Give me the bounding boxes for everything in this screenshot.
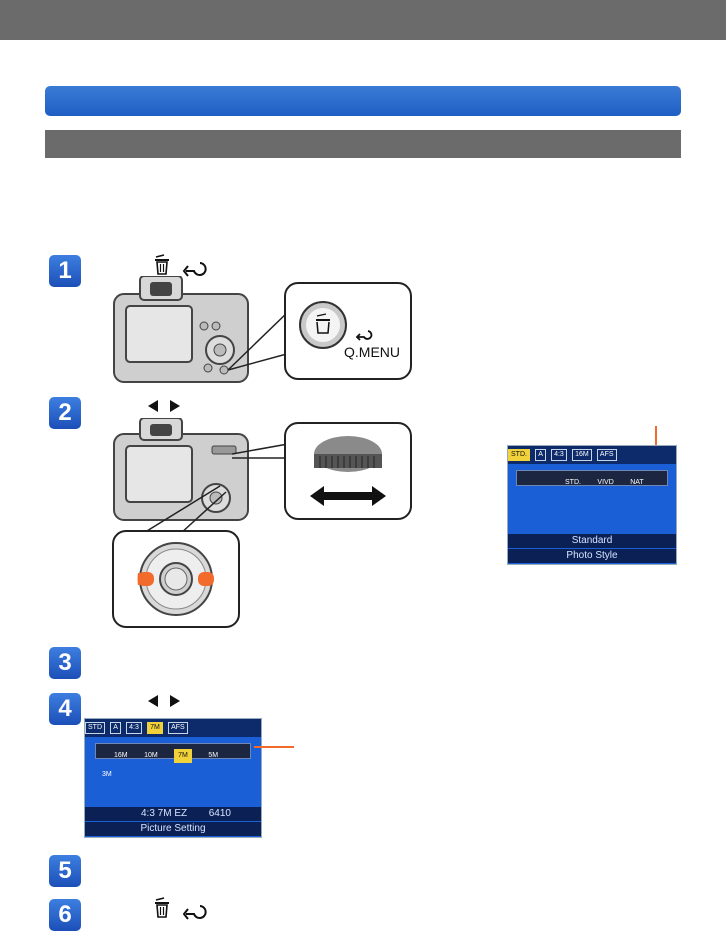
pointer-line: [254, 746, 294, 748]
size-option: 3M: [102, 771, 112, 778]
style-strip: STD. VIVD NAT: [516, 470, 668, 486]
step-1-button-icons: [150, 253, 210, 282]
picture-setting-screen: STD A 4:3 7M AFS 16M 10M 7M 5M 3M 4:3 7M…: [84, 718, 262, 838]
qmenu-label: Q.MENU: [344, 344, 400, 360]
camera-back-illustration: [113, 276, 249, 383]
screen-value-label: Standard: [508, 534, 676, 548]
cursor-button-icon: [137, 542, 214, 616]
step-5-badge: 5: [49, 855, 81, 887]
screen-title-label: Photo Style: [508, 549, 676, 563]
icon-label: STD: [85, 722, 105, 734]
icon-label: 4:3: [126, 722, 142, 734]
left-right-arrow-icons: [148, 695, 180, 707]
callout-leader-lines: [228, 309, 295, 371]
callout-leader-lines: [232, 443, 289, 459]
delete-button-callout: Q.MENU: [284, 282, 412, 380]
cursor-button-callout: [112, 530, 240, 628]
size-option-selected: 7M: [174, 749, 192, 763]
step-1-badge: 1: [49, 255, 81, 287]
rear-dial-icon: [310, 436, 386, 506]
step-6-button-icons: [155, 897, 207, 920]
trash-icon: [299, 301, 347, 349]
step-3-badge: 3: [49, 647, 81, 679]
photo-style-screen: STD. A 4:3 16M AFS STD. VIVD NAT Standar…: [507, 445, 677, 565]
size-option: 5M: [208, 752, 219, 759]
camera-back-illustration: [113, 418, 249, 521]
step-2-badge: 2: [49, 397, 81, 429]
step-4-badge: 4: [49, 693, 81, 725]
size-option: 10M: [144, 752, 158, 759]
header-bar: [0, 0, 726, 40]
icon-label: AFS: [596, 449, 617, 461]
section-heading-bar: [45, 86, 681, 116]
screen-info-row: 4:3 7M EZ 6410: [85, 807, 261, 821]
icon-label: A: [535, 449, 546, 461]
rear-dial-callout: [284, 422, 412, 520]
subsection-heading-bar: [45, 130, 681, 158]
style-option: VIVD: [597, 479, 614, 486]
size-strip: 16M 10M 7M 5M 3M: [95, 743, 251, 778]
style-option: NAT: [630, 479, 644, 486]
callout-leader-lines: [141, 485, 227, 535]
icon-label: AFS: [168, 722, 188, 734]
info-left-text: 4:3 7M EZ: [141, 808, 188, 819]
icon-label: STD.: [508, 449, 530, 461]
screen-top-icons: STD A 4:3 7M AFS: [85, 719, 261, 737]
icon-label: A: [110, 722, 121, 734]
icon-label: 4:3: [551, 449, 567, 461]
screen-top-icons: STD. A 4:3 16M AFS: [508, 446, 676, 464]
icon-label: 16M: [572, 449, 592, 461]
icon-label: 7M: [147, 722, 163, 734]
trash-icon: [155, 254, 207, 277]
return-icon: [355, 330, 373, 341]
style-option: STD.: [565, 479, 581, 486]
screen-title-label: Picture Setting: [85, 822, 261, 836]
info-right-text: 6410: [208, 808, 231, 819]
left-right-arrow-icons: [148, 400, 180, 412]
step-6-badge: 6: [49, 899, 81, 931]
size-option: 16M: [114, 752, 128, 759]
